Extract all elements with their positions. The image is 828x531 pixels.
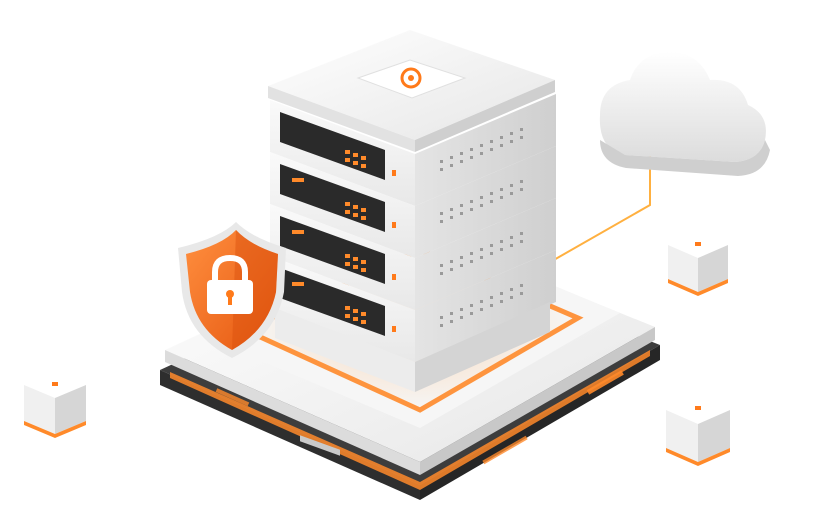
- data-cube-right-top: [668, 232, 728, 296]
- server-unit-2: [270, 146, 556, 258]
- server-unit-3: [270, 198, 556, 310]
- data-cube-icon: [24, 232, 730, 466]
- server-unit-4: [270, 250, 556, 362]
- data-cube-right-bottom: [666, 396, 730, 466]
- padlock-icon: [207, 254, 253, 314]
- lid-badge-icon: [356, 59, 467, 99]
- data-cube-left: [24, 372, 86, 438]
- cloud-icon: [599, 51, 770, 176]
- shield-lock-icon: [178, 222, 286, 358]
- server-rack-icon: [268, 30, 556, 456]
- server-unit-1: [270, 94, 556, 238]
